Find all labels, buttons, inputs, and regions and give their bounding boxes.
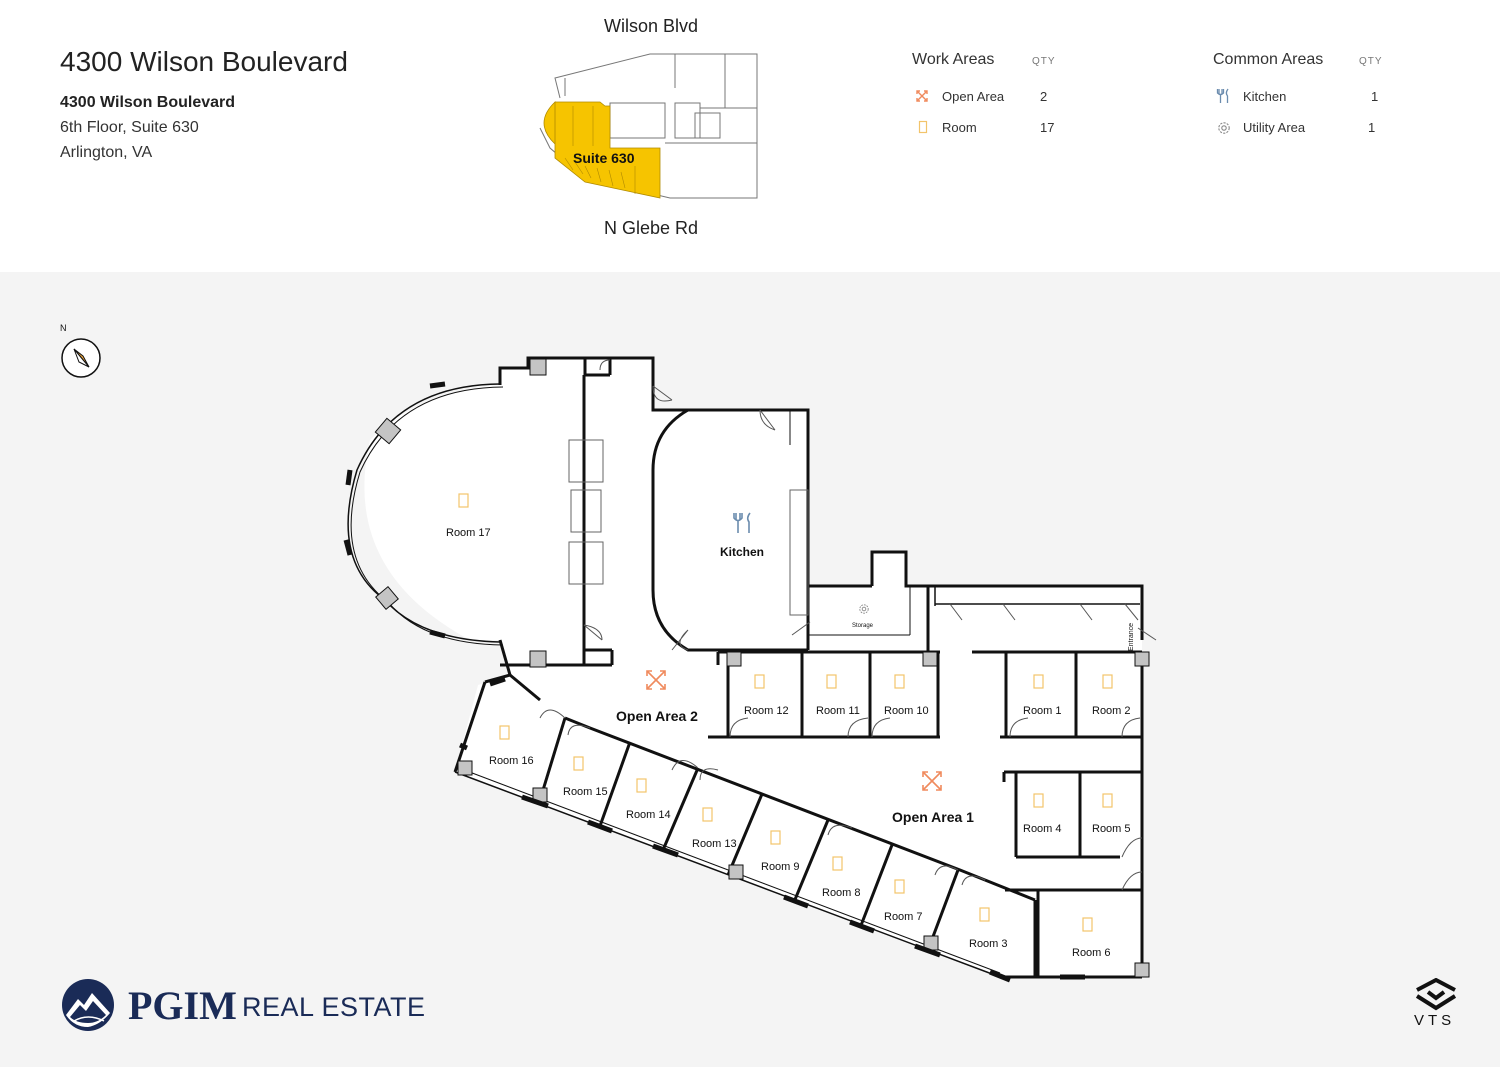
legend-open-area: Open Area: [942, 89, 1005, 104]
label-open-area-2: Open Area 2: [616, 708, 698, 724]
open-area-icons: [646, 670, 942, 791]
city: Arlington, VA: [60, 144, 153, 161]
compass-icon: [61, 338, 101, 378]
mullions: [343, 381, 1085, 980]
legend-kitchen: Kitchen: [1243, 89, 1287, 104]
columns: [374, 358, 1150, 978]
pgim-logo-icon: [62, 979, 114, 1031]
key-plan: Suite 630: [539, 53, 758, 199]
vts-wordmark: VTS: [1414, 1012, 1456, 1029]
floor-plan: Room 17 Kitchen Storage Entrance Open Ar…: [343, 356, 1157, 983]
legend-utility-qty: 1: [1368, 120, 1376, 135]
legend-kitchen-qty: 1: [1371, 89, 1379, 104]
legend-utility: Utility Area: [1243, 120, 1306, 135]
label-room-15: Room 15: [563, 786, 608, 798]
legend-open-area-qty: 2: [1040, 89, 1048, 104]
kitchen-icon: [1216, 88, 1229, 103]
label-room-8: Room 8: [822, 887, 861, 899]
label-entrance: Entrance: [1128, 623, 1135, 651]
label-room-7: Room 7: [884, 911, 923, 923]
brand-main: PGIM: [128, 983, 237, 1028]
label-kitchen: Kitchen: [720, 545, 764, 559]
label-room-2: Room 2: [1092, 705, 1131, 717]
legend-room-qty: 17: [1040, 120, 1055, 135]
work-areas-heading: Work Areas: [912, 51, 995, 68]
suite-label: Suite 630: [573, 150, 635, 166]
label-room-16: Room 16: [489, 755, 534, 767]
label-room-14: Room 14: [626, 809, 671, 821]
street-bottom: N Glebe Rd: [604, 218, 699, 238]
label-storage: Storage: [852, 623, 874, 629]
open-area-icon: [916, 90, 928, 102]
label-room-9: Room 9: [761, 861, 800, 873]
work-qty-heading: QTY: [1032, 56, 1056, 67]
gear-icon: [1218, 122, 1230, 134]
label-room-1: Room 1: [1023, 705, 1062, 717]
door-swings: [539, 359, 1157, 891]
label-room-13: Room 13: [692, 838, 737, 850]
label-room-4: Room 4: [1023, 823, 1062, 835]
legend-room: Room: [942, 120, 977, 135]
label-open-area-1: Open Area 1: [892, 809, 974, 825]
storage-gear-icon: [859, 604, 869, 614]
common-qty-heading: QTY: [1359, 56, 1383, 67]
page-title: 4300 Wilson Boulevard: [60, 46, 348, 77]
street-top: Wilson Blvd: [604, 16, 699, 36]
north-label: N: [60, 323, 67, 333]
kitchen-plan-icon: [733, 512, 751, 533]
label-room-10: Room 10: [884, 705, 929, 717]
brand-sub: REAL ESTATE: [242, 992, 426, 1022]
header-panel: 4300 Wilson Boulevard 4300 Wilson Boulev…: [0, 0, 1500, 272]
building-name: 4300 Wilson Boulevard: [60, 94, 236, 111]
floor-suite: 6th Floor, Suite 630: [60, 119, 199, 136]
common-areas-heading: Common Areas: [1213, 51, 1324, 68]
vts-logo-icon: [1415, 978, 1457, 1011]
floor-area: [364, 358, 1142, 977]
label-room-11: Room 11: [816, 705, 860, 717]
room-icons: [458, 493, 1113, 932]
label-room-6: Room 6: [1072, 947, 1111, 959]
room-icon: [918, 120, 928, 134]
label-room-3: Room 3: [969, 938, 1008, 950]
label-room-17: Room 17: [446, 527, 491, 539]
fixtures: [568, 439, 809, 616]
label-room-12: Room 12: [744, 705, 789, 717]
label-room-5: Room 5: [1092, 823, 1131, 835]
